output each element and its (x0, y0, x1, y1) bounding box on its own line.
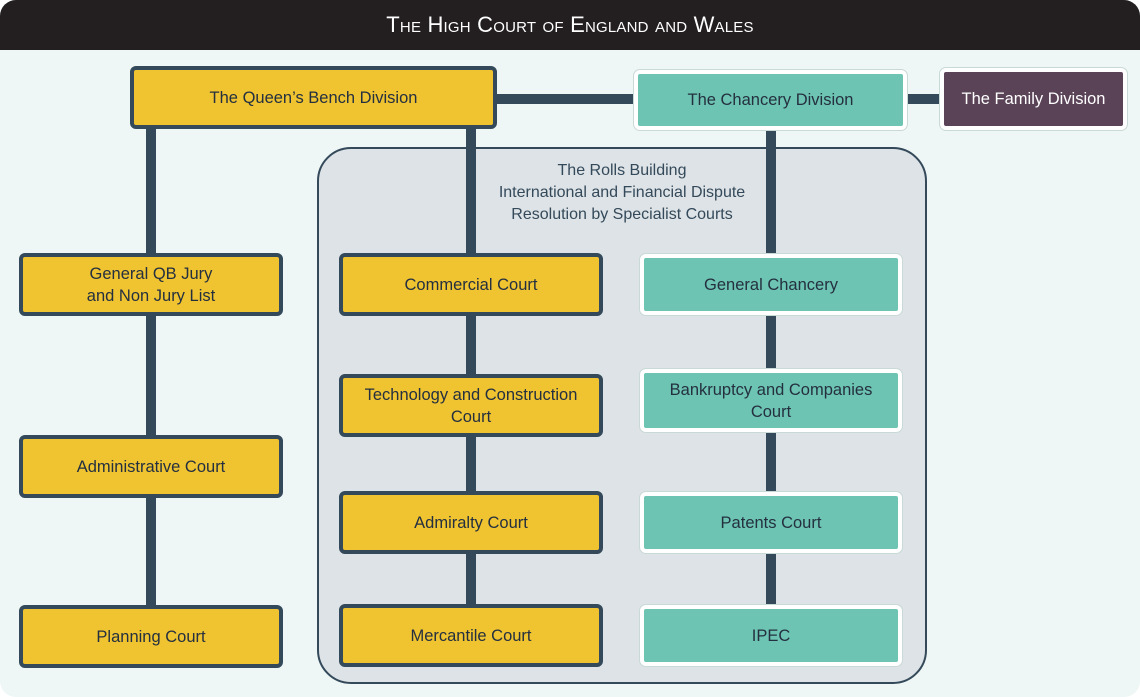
queens-bench-division: The Queen’s Bench Division (130, 66, 497, 129)
rolls-building-title-line3: Resolution by Specialist Courts (511, 206, 733, 223)
admiralty-court-label: Admiralty Court (414, 513, 528, 532)
mercantile-court: Mercantile Court (339, 604, 603, 667)
rolls-building-title-line1: The Rolls Building (557, 162, 687, 179)
admiralty-court: Admiralty Court (339, 491, 603, 554)
planning-court-label: Planning Court (96, 627, 206, 646)
administrative-court-label: Administrative Court (76, 457, 226, 476)
bankruptcy-companies-court-line2: Court (750, 402, 792, 421)
rolls-building-title: The Rolls Building International and Fin… (319, 160, 925, 226)
rolls-building-title-line2: International and Financial Dispute (498, 184, 746, 201)
ipec-court-label: IPEC (751, 626, 791, 645)
technology-construction-court-line1: Technology and Construction (364, 385, 578, 404)
family-division-label: The Family Division (961, 90, 1106, 108)
technology-construction-court: Technology and Construction Court (339, 374, 603, 437)
chancery-division: The Chancery Division (634, 70, 907, 130)
commercial-court-label: Commercial Court (404, 275, 538, 294)
general-qb-list: General QB Jury and Non Jury List (19, 253, 283, 316)
general-chancery-label: General Chancery (704, 275, 838, 294)
chancery-division-label: The Chancery Division (687, 91, 854, 109)
bankruptcy-companies-court: Bankruptcy and Companies Court (640, 369, 902, 432)
technology-construction-court-line2: Court (450, 407, 492, 426)
patents-court: Patents Court (640, 492, 902, 553)
bankruptcy-companies-court-line1: Bankruptcy and Companies (669, 380, 873, 399)
administrative-court: Administrative Court (19, 435, 283, 498)
diagram-title: The High Court of England and Wales (0, 0, 1140, 50)
ipec-court: IPEC (640, 605, 902, 666)
patents-court-label: Patents Court (720, 513, 822, 532)
general-chancery: General Chancery (640, 254, 902, 315)
general-qb-list-line2: and Non Jury List (86, 286, 216, 305)
mercantile-court-label: Mercantile Court (410, 626, 532, 645)
family-division: The Family Division (940, 68, 1127, 130)
queens-bench-division-label: The Queen’s Bench Division (209, 88, 418, 107)
planning-court: Planning Court (19, 605, 283, 668)
commercial-court: Commercial Court (339, 253, 603, 316)
general-qb-list-line1: General QB Jury (89, 264, 213, 283)
